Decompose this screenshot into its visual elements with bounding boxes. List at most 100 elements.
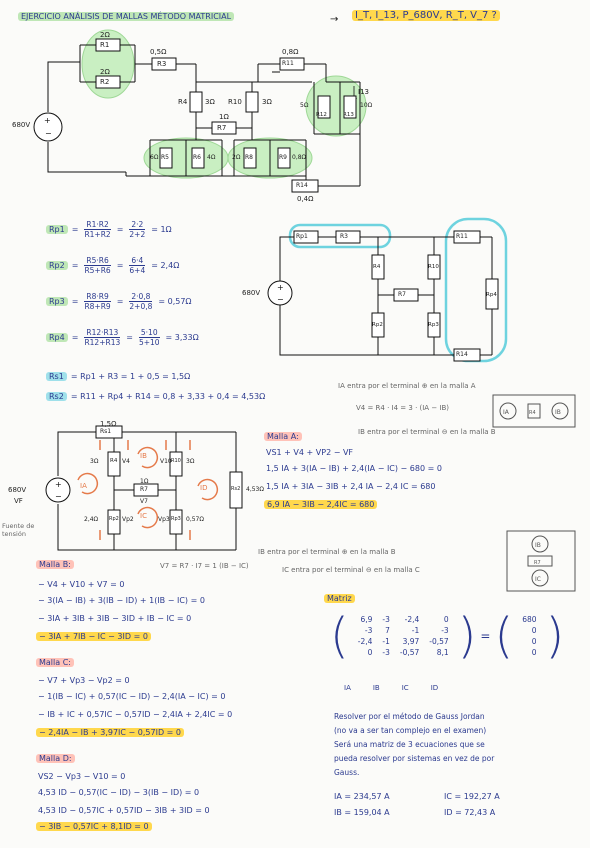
c3-v10: V10 xyxy=(160,458,172,465)
c3-rp2-value: 2,4Ω xyxy=(84,516,99,523)
c3-rs2-value: 4,53Ω xyxy=(246,486,264,493)
plus-icon: + xyxy=(44,116,51,125)
c1-r12-value: 5Ω xyxy=(300,102,309,109)
svg-text:IA: IA xyxy=(503,409,510,416)
malla-b-label: Malla B: xyxy=(36,560,74,569)
malla-b-line3: − 3IA + 3IB + 3IB − 3ID + IB − IC = 0 xyxy=(38,614,192,623)
c1-r8: R8 xyxy=(245,154,253,161)
malla-b-line1: − V4 + V10 + V7 = 0 xyxy=(38,580,125,589)
c3-id: ID xyxy=(200,484,208,492)
c3-r7: R7 xyxy=(140,486,148,493)
svg-text:IB: IB xyxy=(535,542,541,549)
svg-text:R4: R4 xyxy=(529,410,536,416)
note1-line1: IA entra por el terminal ⊕ en la malla A xyxy=(338,382,476,390)
c2-rp3: Rp3 xyxy=(428,322,439,328)
malla-d-label: Malla D: xyxy=(36,754,75,763)
c3-r4: R4 xyxy=(110,458,118,464)
c3-vp3: Vp3 xyxy=(158,516,170,523)
c3-vp2: Vp2 xyxy=(122,516,134,523)
c1-r13-value: 10Ω xyxy=(360,102,373,109)
c2-rp4: Rp4 xyxy=(486,292,497,298)
c3-v7: V7 xyxy=(140,498,148,505)
left-paren-icon: ( xyxy=(494,608,514,664)
malla-d-line3: 4,53 ID − 0,57IC + 0,57ID − 3IB + 3ID = … xyxy=(38,806,210,815)
minus-icon: − xyxy=(55,492,62,501)
right-paren-icon: ) xyxy=(457,608,477,664)
malla-a-line4: 6,9 IA − 3IB − 2,4IC = 680 xyxy=(264,500,378,509)
minus-icon: − xyxy=(45,129,52,138)
c3-ib: IB xyxy=(140,452,147,460)
c2-r14: R14 xyxy=(456,351,468,358)
note2-line2: V7 = R7 · I7 = 1 (IB − IC) xyxy=(160,562,249,570)
svg-text:R7: R7 xyxy=(534,560,541,566)
c2-r3: R3 xyxy=(340,233,348,240)
minus-icon: − xyxy=(277,295,284,304)
c1-r10-value: 3Ω xyxy=(262,98,272,106)
c3-ic: IC xyxy=(140,512,147,520)
c1-r11: R11 xyxy=(282,60,294,67)
rs2-equation: Rs2 = R11 + Rp4 + R14 = 0,8 + 3,33 + 0,4… xyxy=(46,392,265,401)
c1-r9-value: 0,8Ω xyxy=(292,154,307,161)
c3-rp3: Rp3 xyxy=(171,516,181,522)
c1-r2-value: 2Ω xyxy=(100,68,110,76)
svg-text:IB: IB xyxy=(555,409,561,416)
c1-r10: R10 xyxy=(228,98,242,106)
gauss-line2: (no va a ser tan complejo en el examen) xyxy=(334,726,487,735)
malla-d-line4: − 3IB − 0,57IC + 8,1ID = 0 xyxy=(36,822,152,831)
c1-i13: I13 xyxy=(358,88,369,96)
c1-r5-value: 6Ω xyxy=(150,154,159,161)
note2-line3: IC entra por el terminal ⊖ en la malla C xyxy=(282,566,420,574)
c1-r14: R14 xyxy=(296,182,308,189)
result-id: ID = 72,43 A xyxy=(444,808,496,817)
c1-r6-value: 4Ω xyxy=(207,154,216,161)
rs1-equation: Rs1 = Rp1 + R3 = 1 + 0,5 = 1,5Ω xyxy=(46,372,190,381)
c1-r4-value: 3Ω xyxy=(205,98,215,106)
gauss-line4: pueda resolver por sistemas en vez de po… xyxy=(334,754,495,763)
c1-r1-value: 2Ω xyxy=(100,31,110,39)
c1-r1: R1 xyxy=(100,41,110,49)
c3-rp2: Rp2 xyxy=(109,516,119,522)
c2-r4: R4 xyxy=(373,264,381,270)
c2-source-label: 680V xyxy=(242,289,261,297)
c2-r11: R11 xyxy=(456,233,468,240)
arrow-icon: → xyxy=(330,14,339,25)
circuit-2: + − xyxy=(267,217,508,363)
c2-rp2: Rp2 xyxy=(372,322,383,328)
mini-circuit-ab: IA IB R4 xyxy=(492,394,576,428)
c1-r12: R12 xyxy=(316,112,327,118)
note2-line1: IB entra por el terminal ⊕ en la malla B xyxy=(258,548,396,556)
malla-a-line2: 1,5 IA + 3(IA − IB) + 2,4(IA − IC) − 680… xyxy=(266,464,442,473)
matriz-label: Matriz xyxy=(324,594,355,603)
question: I_T, I_13, P_680V, R_T, V_7 ? xyxy=(352,10,500,21)
c1-r3-value: 0,5Ω xyxy=(150,48,167,56)
c1-r4: R4 xyxy=(178,98,188,106)
c3-rp3-value: 0,57Ω xyxy=(186,516,204,523)
result-ic: IC = 192,27 A xyxy=(444,792,500,801)
c1-r6: R6 xyxy=(193,154,201,161)
c1-r7-value: 1Ω xyxy=(219,113,229,121)
c3-fuente-label: Fuente de tensión xyxy=(2,522,35,538)
circuit-3: + − xyxy=(45,425,243,551)
c3-r10-value: 3Ω xyxy=(186,458,195,465)
c1-r11-value: 0,8Ω xyxy=(282,48,299,56)
c3-vf: VF xyxy=(14,497,23,505)
matrix-vars: IA IB IC ID xyxy=(344,684,439,692)
c2-r7: R7 xyxy=(398,291,406,298)
c1-r13: R13 xyxy=(343,112,354,118)
malla-a-line1: VS1 + V4 + VP2 − VF xyxy=(266,448,354,457)
malla-c-line2: − 1(IB − IC) + 0,57(IC − ID) − 2,4(IA − … xyxy=(38,692,226,701)
c2-rp1: Rp1 xyxy=(296,233,308,240)
result-ia: IA = 234,57 A xyxy=(334,792,390,801)
malla-a-line3: 1,5 IA + 3IA − 3IB + 2,4 IA − 2,4 IC = 6… xyxy=(266,482,436,491)
result-ib: IB = 159,04 A xyxy=(334,808,390,817)
c1-r9: R9 xyxy=(279,154,287,161)
c3-r10: R10 xyxy=(171,458,181,464)
left-paren-icon: ( xyxy=(330,608,349,664)
c1-r7: R7 xyxy=(217,124,227,132)
